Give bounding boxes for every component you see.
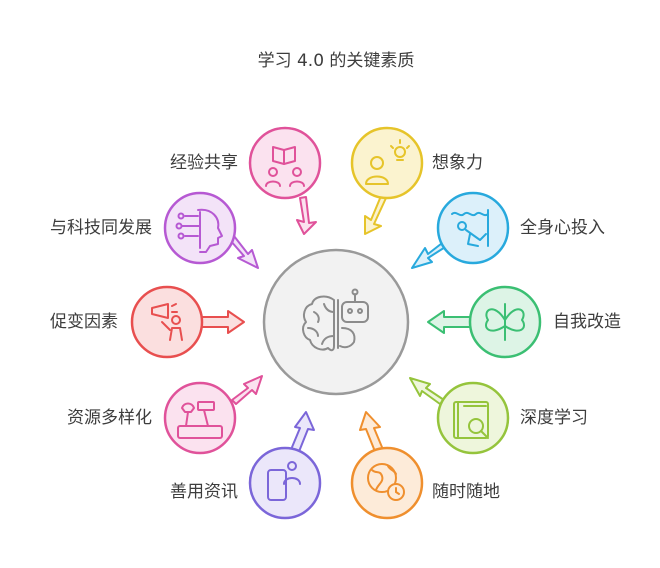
label-resource-diversity: 资源多样化 — [67, 408, 152, 428]
ai-head-icon — [175, 208, 223, 253]
label-tech-development: 与科技同发展 — [50, 218, 152, 238]
center-node — [262, 248, 410, 396]
node-self-transformation: 自我改造 — [427, 285, 621, 359]
node-full-engagement: 全身心投入 — [411, 191, 605, 269]
node-experience-sharing: 经验共享 — [170, 126, 322, 235]
label-full-engagement: 全身心投入 — [520, 218, 605, 238]
label-self-transformation: 自我改造 — [553, 312, 621, 332]
node-anytime-anywhere: 随时随地 — [350, 411, 500, 520]
label-anytime-anywhere: 随时随地 — [432, 482, 500, 502]
book-people-icon — [265, 146, 305, 187]
label-experience-sharing: 经验共享 — [170, 153, 238, 173]
swimmer-icon — [451, 209, 489, 247]
phone-person-icon — [267, 461, 301, 501]
brain-robot-icon — [302, 288, 369, 352]
node-information-use: 善用资讯 — [170, 411, 322, 520]
label-imagination: 想象力 — [432, 153, 483, 173]
globe-clock-icon — [367, 463, 405, 501]
tools-icon — [177, 401, 223, 439]
node-deep-learning: 深度学习 — [409, 377, 588, 455]
node-resource-diversity: 资源多样化 — [67, 375, 263, 455]
megaphone-person-icon — [151, 303, 183, 341]
node-change-catalyst: 促变因素 — [50, 285, 245, 359]
diagram-title: 学习 4.0 的关键素质 — [258, 51, 415, 71]
node-imagination: 想象力 — [350, 126, 483, 235]
butterfly-icon — [485, 303, 525, 341]
node-tech-development: 与科技同发展 — [50, 191, 259, 269]
label-deep-learning: 深度学习 — [520, 408, 588, 428]
label-change-catalyst: 促变因素 — [50, 312, 118, 332]
lightbulb-person-icon — [365, 139, 410, 185]
book-magnifier-icon — [453, 401, 489, 439]
label-information-use: 善用资讯 — [170, 482, 238, 502]
